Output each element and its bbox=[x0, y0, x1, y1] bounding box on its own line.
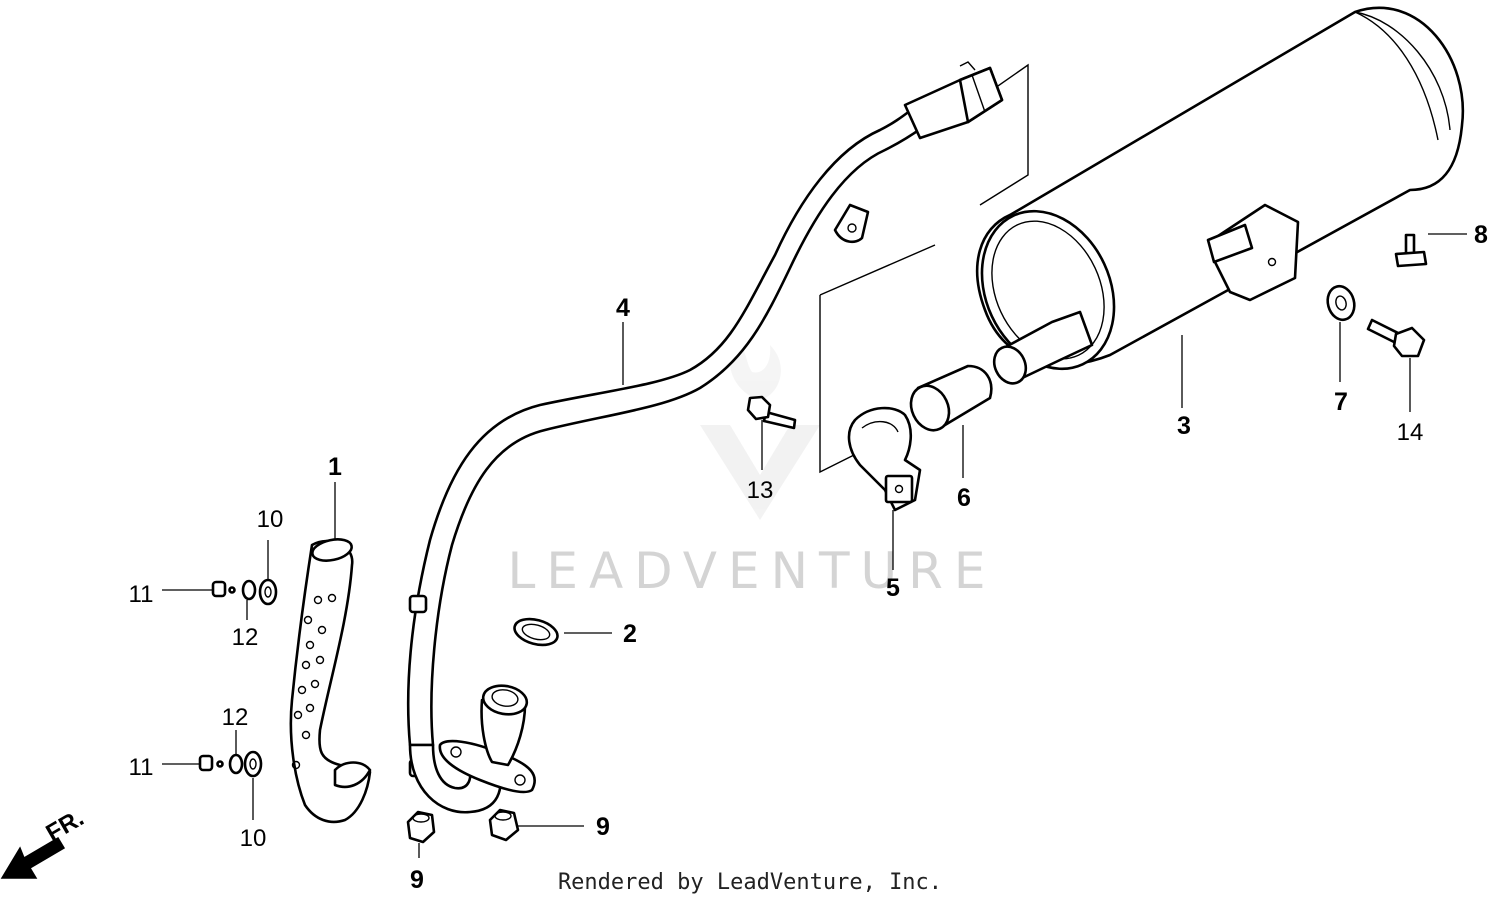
bolt-8[interactable] bbox=[1394, 233, 1428, 268]
exhaust-gasket[interactable] bbox=[512, 615, 561, 650]
guard-fasteners-lower[interactable] bbox=[198, 750, 263, 778]
front-arrow-icon bbox=[0, 836, 66, 879]
callout-11-lower: 11 bbox=[129, 754, 154, 781]
watermark-text: LEADVENTURE bbox=[508, 542, 997, 600]
reference-panel bbox=[819, 63, 1029, 474]
guard-fasteners-upper[interactable] bbox=[211, 578, 278, 606]
callout-10-upper: 10 bbox=[257, 506, 284, 533]
callout-9-left: 9 bbox=[410, 866, 424, 894]
leader-lines bbox=[162, 233, 1467, 858]
front-direction-indicator: FR. bbox=[0, 804, 89, 879]
washer-7[interactable] bbox=[1324, 283, 1358, 323]
band-clamp[interactable] bbox=[847, 406, 922, 512]
muffler[interactable] bbox=[957, 6, 1465, 391]
callout-10-lower: 10 bbox=[240, 825, 267, 852]
callout-4: 4 bbox=[616, 294, 630, 322]
callout-8: 8 bbox=[1474, 221, 1488, 249]
callout-2: 2 bbox=[623, 620, 637, 648]
callout-3: 3 bbox=[1177, 412, 1191, 440]
callouts: 1 2 3 4 5 6 7 8 9 9 10 10 11 11 12 12 13… bbox=[129, 221, 1489, 894]
exhaust-pipe[interactable] bbox=[406, 61, 1004, 814]
watermark-logo bbox=[700, 340, 820, 520]
bolt-14[interactable] bbox=[1366, 318, 1426, 358]
bolt-13[interactable] bbox=[746, 395, 797, 430]
callout-13: 13 bbox=[747, 477, 774, 504]
nut-9-right[interactable] bbox=[488, 808, 520, 842]
footer-credit: Rendered by LeadVenture, Inc. bbox=[558, 870, 942, 895]
front-label: FR. bbox=[42, 804, 89, 847]
callout-5: 5 bbox=[886, 574, 900, 602]
callout-7: 7 bbox=[1334, 388, 1348, 416]
callout-9-right: 9 bbox=[596, 813, 610, 841]
nut-9-left[interactable] bbox=[406, 810, 436, 844]
heat-guard[interactable] bbox=[289, 536, 372, 824]
callout-1: 1 bbox=[328, 453, 342, 481]
callout-11-upper: 11 bbox=[129, 581, 154, 608]
callout-14: 14 bbox=[1397, 419, 1424, 446]
callout-6: 6 bbox=[957, 484, 971, 512]
callout-12-lower: 12 bbox=[222, 704, 249, 731]
muffler-gasket[interactable] bbox=[904, 364, 993, 436]
callout-12-upper: 12 bbox=[232, 624, 259, 651]
guard-perforations bbox=[291, 593, 337, 770]
